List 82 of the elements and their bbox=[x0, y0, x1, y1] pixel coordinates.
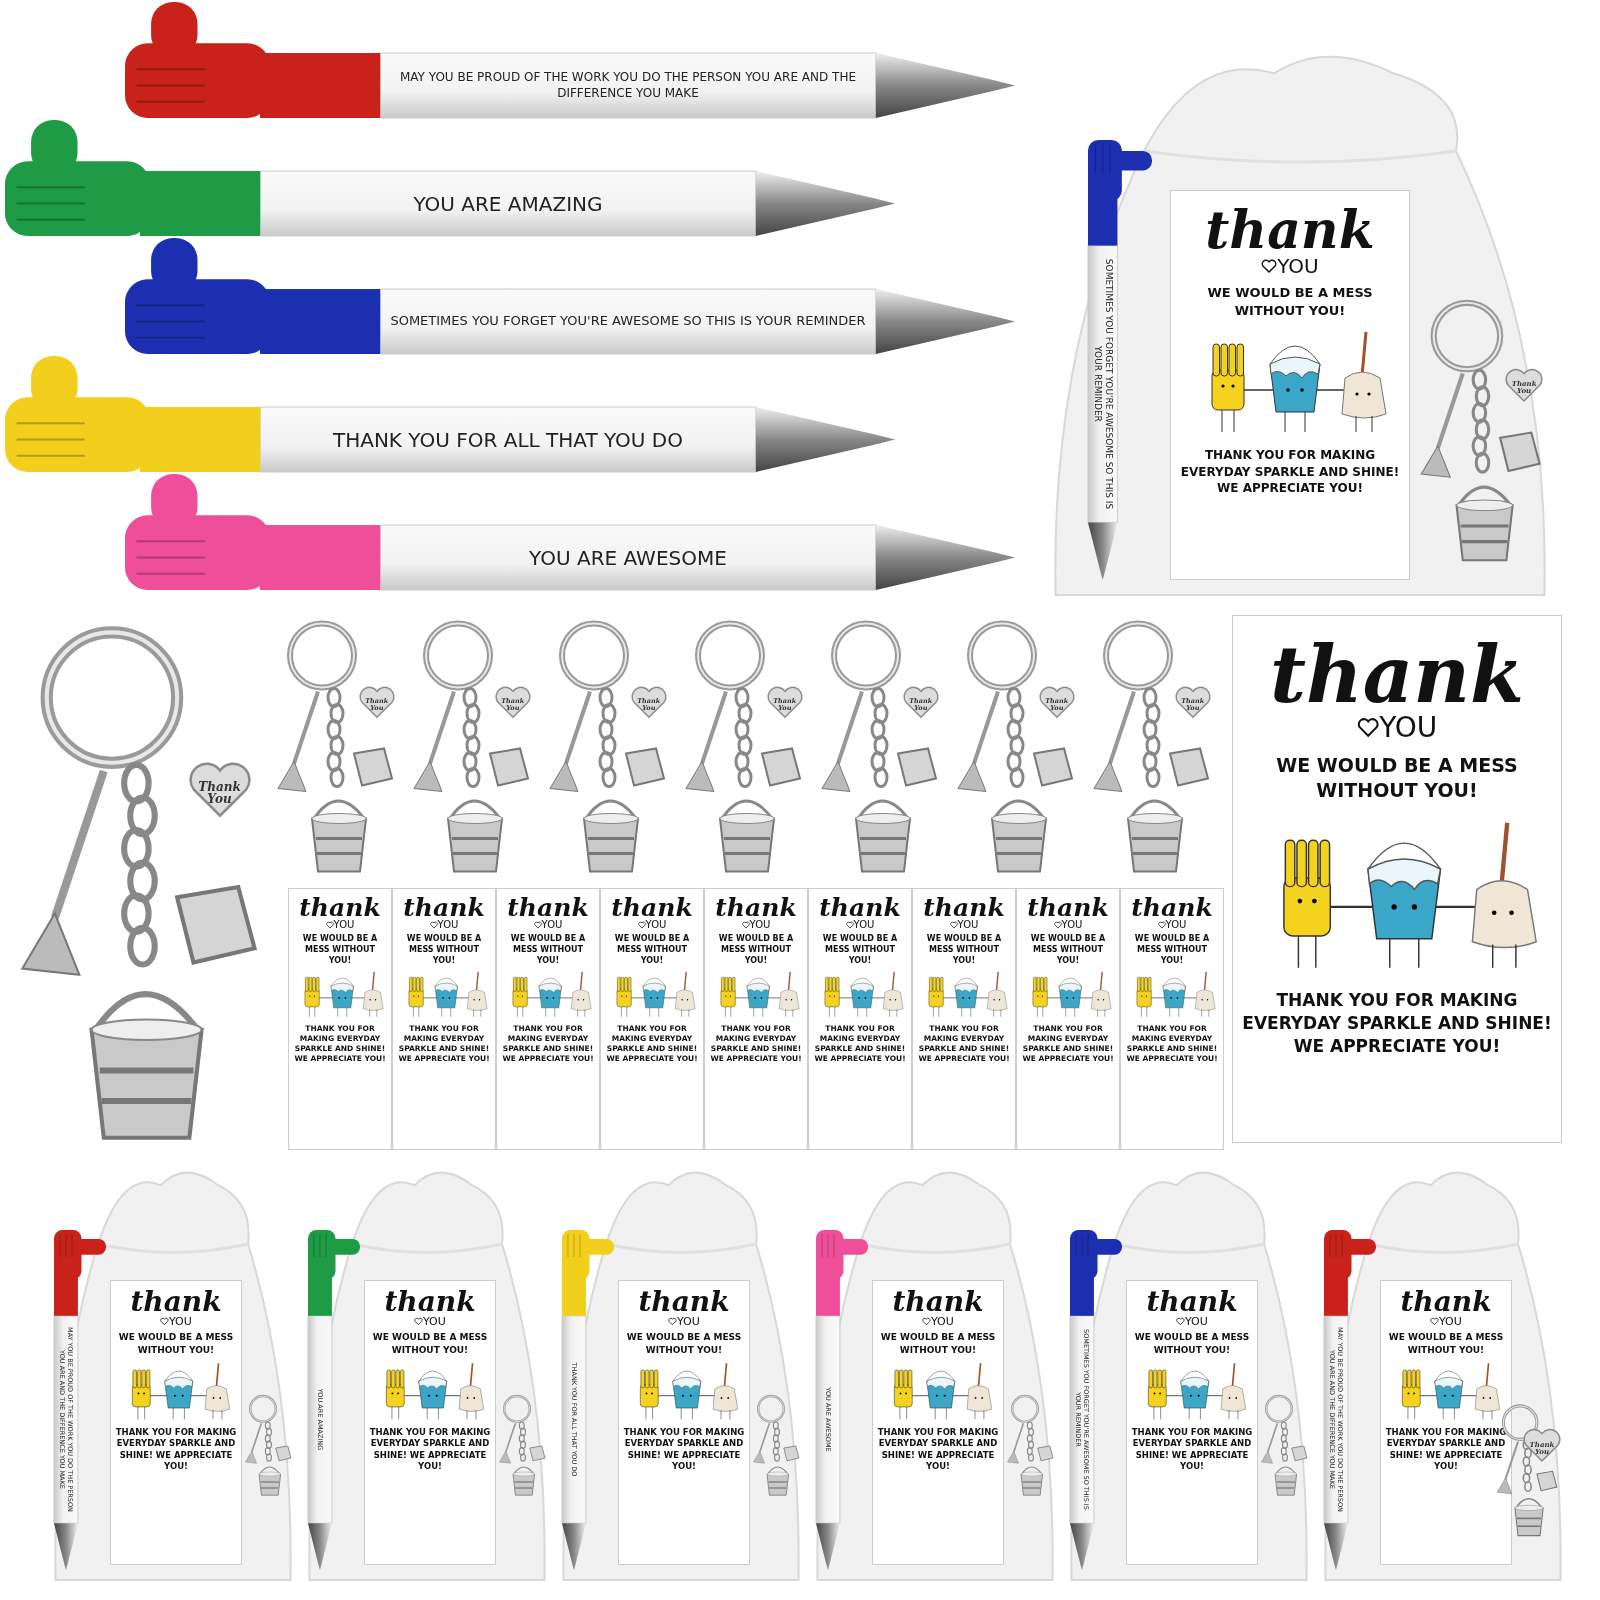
card-message: WE WOULD BE A MESS WITHOUT YOU! bbox=[509, 934, 587, 967]
card-message: THANK YOU FOR MAKING EVERYDAY SPARKLE AND SHINE! WE APPRECIATE YOU! bbox=[1241, 989, 1553, 1058]
card-message: WE WOULD BE A MESS WITHOUT YOU! bbox=[1133, 934, 1211, 967]
card-message: WE WOULD BE A MESS WITHOUT YOU! bbox=[1133, 1331, 1251, 1356]
script-heading: thank bbox=[1400, 1288, 1492, 1316]
card-heading: YOU bbox=[169, 1316, 192, 1327]
thank-you-card bbox=[288, 888, 392, 1150]
card-heading: YOU bbox=[333, 920, 355, 931]
script-heading: thank bbox=[1205, 204, 1375, 256]
thank-you-card bbox=[1170, 190, 1410, 580]
card-heading: YOU bbox=[749, 920, 771, 931]
card-message: WE WOULD BE A MESS WITHOUT YOU! bbox=[613, 934, 691, 967]
card-message: THANK YOU FOR MAKING EVERYDAY SPARKLE AND SHINE! WE APPRECIATE YOU! bbox=[115, 1427, 237, 1473]
script-heading: thank bbox=[638, 1288, 730, 1316]
card-heading: YOU bbox=[1439, 1316, 1462, 1327]
thank-you-card bbox=[364, 1280, 496, 1565]
script-heading: thank bbox=[384, 1288, 476, 1316]
thank-you-card bbox=[600, 888, 704, 1150]
thank-you-card bbox=[1126, 1280, 1258, 1565]
script-heading: thank bbox=[130, 1288, 222, 1316]
card-message: WE WOULD BE A MESS WITHOUT YOU! bbox=[301, 934, 379, 967]
card-heading: YOU bbox=[677, 1316, 700, 1327]
pen-inscription: SOMETIMES YOU FORGET YOU'RE AWESOME SO THIS IS YOUR REMINDER bbox=[390, 313, 866, 330]
card-message: WE WOULD BE A MESS WITHOUT YOU! bbox=[1275, 752, 1519, 804]
thank-you-card bbox=[496, 888, 600, 1150]
card-heading: YOU bbox=[1379, 713, 1438, 742]
script-heading: thank bbox=[507, 895, 589, 921]
script-heading: thank bbox=[403, 895, 485, 921]
script-heading: thank bbox=[819, 895, 901, 921]
card-message: WE WOULD BE A MESS WITHOUT YOU! bbox=[1206, 284, 1374, 320]
pen-inscription: YOU ARE AMAZING bbox=[413, 190, 603, 217]
thank-you-card bbox=[110, 1280, 242, 1565]
card-message: THANK YOU FOR MAKING EVERYDAY SPARKLE AND SHINE! WE APPRECIATE YOU! bbox=[1179, 447, 1401, 497]
script-heading: thank bbox=[923, 895, 1005, 921]
card-message: THANK YOU FOR MAKING EVERYDAY SPARKLE AND SHINE! WE APPRECIATE YOU! bbox=[369, 1427, 491, 1473]
thank-you-card bbox=[1232, 615, 1562, 1143]
script-heading: thank bbox=[1146, 1288, 1238, 1316]
card-heading: YOU bbox=[931, 1316, 954, 1327]
script-heading: thank bbox=[892, 1288, 984, 1316]
thank-you-card bbox=[392, 888, 496, 1150]
card-heading: YOU bbox=[1185, 1316, 1208, 1327]
card-message: THANK YOU FOR MAKING EVERYDAY SPARKLE AND SHINE! WE APPRECIATE YOU! bbox=[1385, 1427, 1507, 1473]
script-heading: thank bbox=[1027, 895, 1109, 921]
script-heading: thank bbox=[611, 895, 693, 921]
card-message: WE WOULD BE A MESS WITHOUT YOU! bbox=[717, 934, 795, 967]
card-message: WE WOULD BE A MESS WITHOUT YOU! bbox=[371, 1331, 489, 1356]
card-heading: YOU bbox=[1061, 920, 1083, 931]
card-heading: YOU bbox=[423, 1316, 446, 1327]
card-message: WE WOULD BE A MESS WITHOUT YOU! bbox=[117, 1331, 235, 1356]
card-message: WE WOULD BE A MESS WITHOUT YOU! bbox=[1029, 934, 1107, 967]
pen-inscription: MAY YOU BE PROUD OF THE WORK YOU DO THE PERSON YOU ARE AND THE DIFFERENCE YOU MAKE bbox=[398, 69, 857, 102]
pen-inscription: SOMETIMES YOU FORGET YOU'RE AWESOME SO THIS IS YOUR REMINDER bbox=[1091, 257, 1115, 512]
thank-you-card bbox=[704, 888, 808, 1150]
thank-you-card bbox=[1380, 1280, 1512, 1565]
card-message: WE WOULD BE A MESS WITHOUT YOU! bbox=[405, 934, 483, 967]
card-heading: YOU bbox=[957, 920, 979, 931]
card-message: WE WOULD BE A MESS WITHOUT YOU! bbox=[625, 1331, 743, 1356]
thank-you-card bbox=[1016, 888, 1120, 1150]
script-heading: thank bbox=[1269, 635, 1524, 714]
card-message: THANK YOU FOR MAKING EVERYDAY SPARKLE AND SHINE! WE APPRECIATE YOU! bbox=[1131, 1427, 1253, 1473]
thank-you-card bbox=[912, 888, 1016, 1150]
card-heading: YOU bbox=[1165, 920, 1187, 931]
card-message: THANK YOU FOR MAKING EVERYDAY SPARKLE AND SHINE! WE APPRECIATE YOU! bbox=[877, 1427, 999, 1473]
card-heading: YOU bbox=[437, 920, 459, 931]
card-heading: YOU bbox=[541, 920, 563, 931]
card-message: WE WOULD BE A MESS WITHOUT YOU! bbox=[879, 1331, 997, 1356]
thank-you-card bbox=[1120, 888, 1224, 1150]
card-message: WE WOULD BE A MESS WITHOUT YOU! bbox=[1387, 1331, 1505, 1356]
pen-inscription: YOU ARE AWESOME bbox=[529, 544, 727, 571]
card-heading: YOU bbox=[645, 920, 667, 931]
script-heading: thank bbox=[715, 895, 797, 921]
script-heading: thank bbox=[299, 895, 381, 921]
thank-you-card bbox=[872, 1280, 1004, 1565]
thank-you-card bbox=[808, 888, 912, 1150]
card-message: THANK YOU FOR MAKING EVERYDAY SPARKLE AND SHINE! WE APPRECIATE YOU! bbox=[623, 1427, 745, 1473]
pen-inscription: THANK YOU FOR ALL THAT YOU DO bbox=[332, 426, 683, 453]
thank-you-card bbox=[618, 1280, 750, 1565]
card-message: WE WOULD BE A MESS WITHOUT YOU! bbox=[821, 934, 899, 967]
card-heading: YOU bbox=[1277, 256, 1319, 276]
script-heading: thank bbox=[1131, 895, 1213, 921]
card-message: WE WOULD BE A MESS WITHOUT YOU! bbox=[925, 934, 1003, 967]
card-heading: YOU bbox=[853, 920, 875, 931]
